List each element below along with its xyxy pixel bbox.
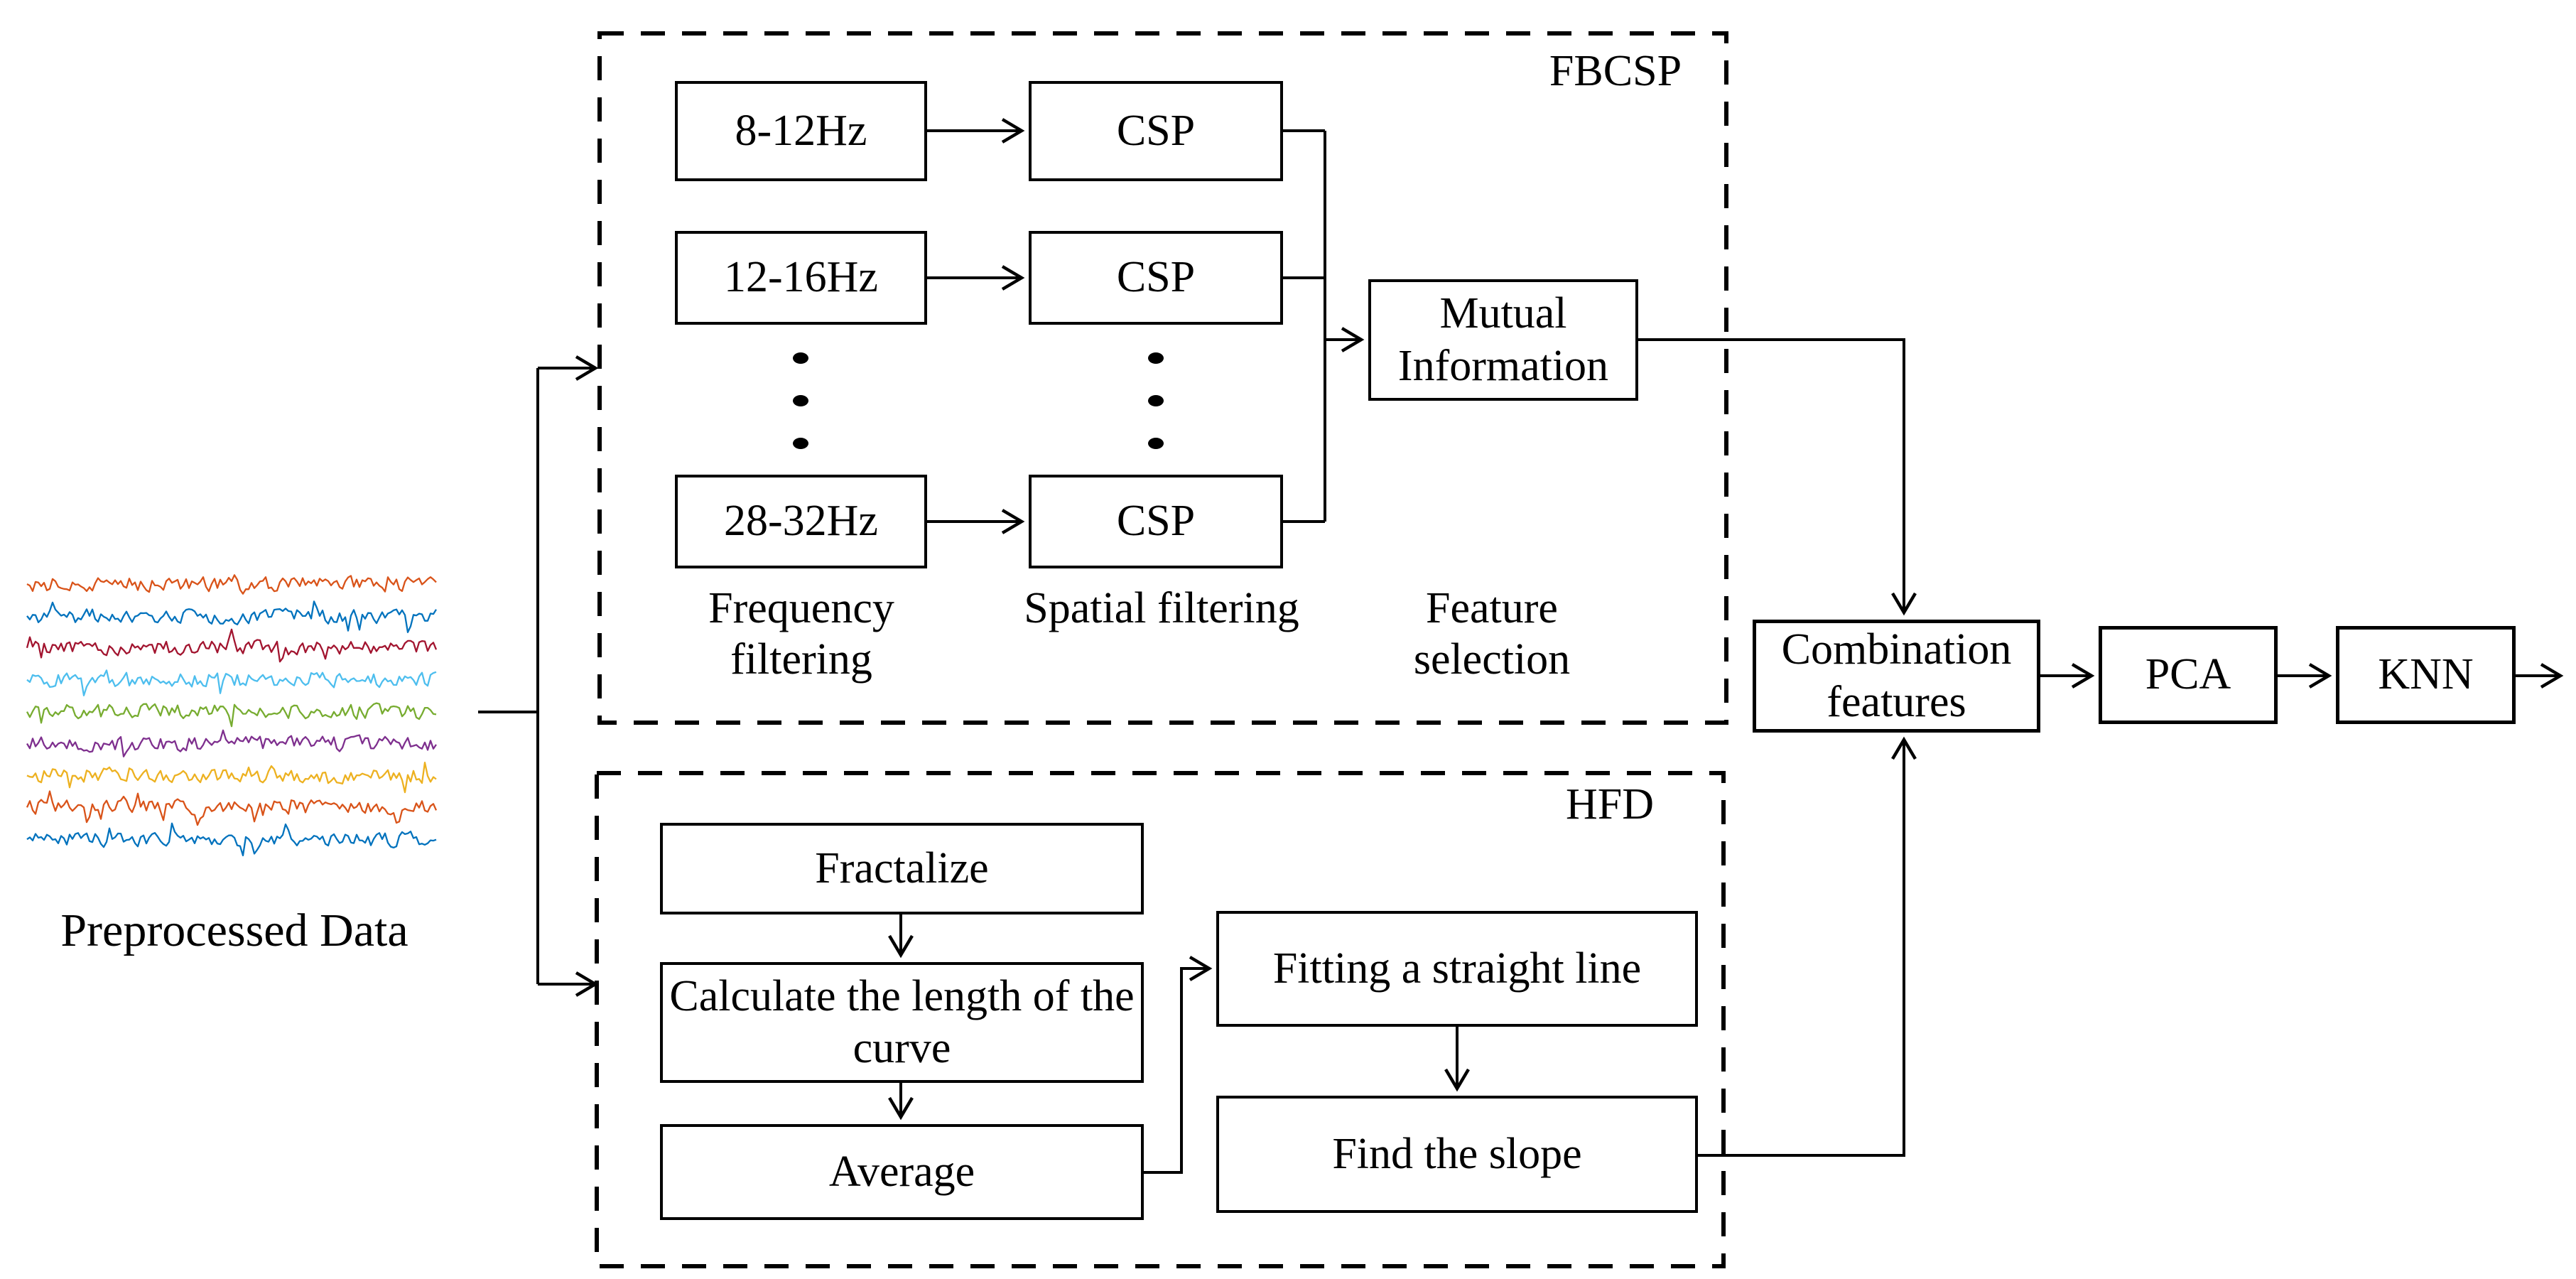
frequency-filtering-label: Frequency filtering	[708, 584, 894, 684]
ellipsis-dot	[793, 438, 808, 449]
csp-box-3: CSP	[1029, 475, 1283, 568]
pca-box: PCA	[2099, 626, 2278, 724]
csp-box-1: CSP	[1029, 81, 1283, 181]
combination-features-label: Combination features	[1781, 625, 2012, 726]
mutual-information-box: Mutual Information	[1368, 279, 1638, 401]
eeg-trace-7	[26, 762, 437, 794]
calculate-length-box: Calculate the length of the curve	[660, 962, 1144, 1083]
csp-box-label: CSP	[1116, 253, 1196, 302]
csp-box-2: CSP	[1029, 231, 1283, 325]
average-box: Average	[660, 1124, 1144, 1220]
eeg-trace-4	[26, 669, 437, 696]
csp-box-label: CSP	[1116, 106, 1196, 155]
vertical-ellipsis-frequency	[793, 352, 808, 449]
mutual-information-label: Mutual Information	[1397, 289, 1609, 390]
arrow-slope-to-combination	[1698, 736, 1917, 1157]
eeg-trace-1	[26, 574, 437, 595]
ellipsis-dot	[1148, 438, 1164, 449]
eeg-trace-2	[26, 600, 437, 633]
ellipsis-dot	[1148, 352, 1164, 364]
eeg-trace-8	[26, 790, 438, 826]
hfd-group-border	[595, 771, 1726, 1268]
knn-box: KNN	[2336, 626, 2516, 724]
filter-box-8-12hz: 8-12Hz	[675, 81, 927, 181]
eeg-trace-6	[26, 729, 437, 757]
fractalize-label: Fractalize	[815, 843, 989, 892]
eeg-trace-9	[26, 822, 437, 857]
feature-selection-label: Feature selection	[1413, 584, 1571, 684]
hfd-group-label: HFD	[1565, 780, 1655, 829]
find-slope-label: Find the slope	[1332, 1129, 1582, 1178]
pca-label: PCA	[2145, 650, 2231, 699]
knn-label: KNN	[2378, 650, 2474, 699]
fitting-line-label: Fitting a straight line	[1272, 944, 1642, 993]
spatial-filtering-label: Spatial filtering	[1024, 584, 1299, 632]
arrow-average-to-fitting	[1144, 956, 1213, 1174]
combination-features-box: Combination features	[1753, 620, 2040, 733]
filter-box-label: 28-32Hz	[724, 497, 878, 546]
fitting-line-box: Fitting a straight line	[1216, 911, 1698, 1027]
filter-box-12-16hz: 12-16Hz	[675, 231, 927, 325]
eeg-trace-3	[26, 628, 438, 663]
filter-box-28-32hz: 28-32Hz	[675, 475, 927, 568]
average-label: Average	[828, 1147, 975, 1196]
vertical-ellipsis-csp	[1148, 352, 1164, 449]
ellipsis-dot	[793, 352, 808, 364]
calculate-length-label: Calculate the length of the curve	[669, 971, 1135, 1072]
find-slope-box: Find the slope	[1216, 1096, 1698, 1213]
filter-box-label: 8-12Hz	[735, 106, 867, 155]
fractalize-box: Fractalize	[660, 823, 1144, 914]
arrow-mi-to-combination	[1638, 338, 1917, 616]
preprocessed-data-label: Preprocessed Data	[60, 905, 408, 956]
ellipsis-dot	[1148, 395, 1164, 406]
eeg-signal-traces	[26, 574, 438, 857]
fbcsp-group-label: FBCSP	[1549, 47, 1682, 95]
csp-box-label: CSP	[1116, 497, 1196, 546]
ellipsis-dot	[793, 395, 808, 406]
eeg-trace-5	[26, 702, 437, 728]
filter-box-label: 12-16Hz	[724, 253, 878, 302]
